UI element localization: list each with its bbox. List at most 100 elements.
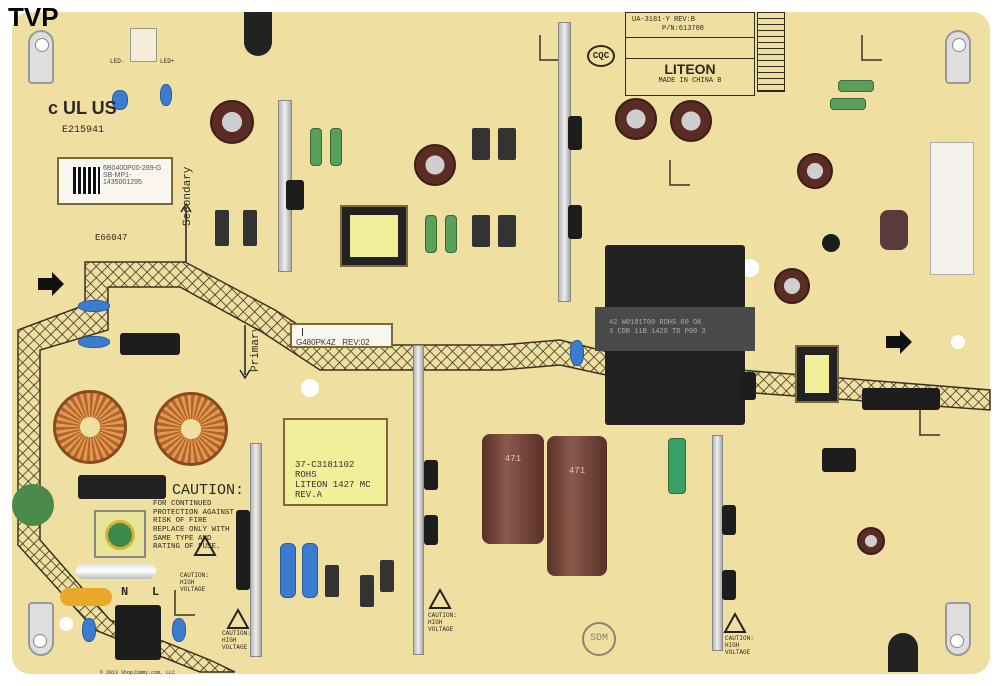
resistor — [445, 215, 457, 253]
transistor — [424, 515, 438, 545]
mounting-hole — [951, 335, 965, 349]
spec-brand: LITEON — [664, 60, 716, 77]
ceramic-capacitor — [112, 90, 128, 110]
neutral-label: N — [121, 585, 129, 599]
electrolytic-capacitor — [857, 527, 885, 555]
serial-line-1: 6B0400P00-289-G — [103, 165, 162, 172]
mounting-hole — [59, 617, 73, 631]
ic-chip — [822, 448, 856, 472]
diode — [243, 210, 257, 246]
spec-model: UA-3181-Y REV:B — [632, 16, 696, 24]
transistor — [424, 460, 438, 490]
y-capacitor — [172, 618, 186, 642]
resistor — [830, 98, 866, 110]
inductor — [880, 210, 908, 250]
mounting-hole — [741, 259, 759, 277]
ground-lug — [28, 602, 54, 656]
varistor — [60, 588, 112, 606]
high-voltage-warning: CAUTION: HIGH VOLTAGE — [428, 612, 457, 633]
transistor — [568, 116, 582, 150]
ground-lug — [945, 602, 971, 656]
spec-part: P/N:613708 — [662, 25, 705, 34]
inductor-label-line-2: LITEON 1427 MC REV.A — [295, 480, 371, 500]
spec-block: UA-3181-Y REV:B P/N:613708 LITEON MADE I… — [625, 12, 755, 96]
main-transformer-line-2: 3 CDB 11B 1428 TD P00 3 — [609, 328, 706, 337]
electrolytic-capacitor — [615, 98, 657, 140]
output-connector[interactable] — [930, 142, 974, 275]
silk-corner — [539, 35, 560, 61]
caution-body: FOR CONTINUED PROTECTION AGAINST RISK OF… — [153, 500, 235, 552]
ic-chip — [740, 372, 756, 400]
thermistor-block — [78, 475, 166, 499]
fuse — [76, 563, 156, 579]
ul-mark: c UL US — [48, 98, 117, 118]
y-capacitor — [78, 336, 110, 348]
diode — [380, 560, 394, 592]
y-capacitor — [570, 340, 584, 366]
arrow-right-icon — [886, 330, 912, 354]
arrow-up-icon — [180, 202, 192, 262]
electrolytic-capacitor — [797, 153, 833, 189]
serial-label: 6B0400P00-289-G SB-MP1-1435001295 — [57, 157, 173, 205]
model-rev: REV:02 — [342, 338, 370, 347]
small-transformer — [795, 345, 839, 403]
high-voltage-warning: CAUTION: HIGH VOLTAGE — [222, 630, 251, 651]
transistor — [722, 505, 736, 535]
arrow-down-icon — [239, 325, 251, 380]
pfc-inductor: 37-C3181102 ROHS LITEON 1427 MC REV.A — [283, 418, 388, 506]
model-number: G480PK4Z — [296, 338, 336, 347]
y-capacitor — [82, 618, 96, 642]
standby-transformer — [340, 205, 408, 267]
copyright: © 2013 ShopJimmy.com, LLC — [100, 670, 176, 676]
spec-origin: MADE IN CHINA B — [658, 76, 722, 85]
resistor — [838, 80, 874, 92]
y-capacitor — [78, 300, 110, 312]
led-minus-label: LED- — [110, 58, 125, 65]
checklist-grid — [757, 12, 785, 92]
optocouplers — [862, 388, 940, 410]
main-transformer: 42 W0181T00 ROHS 00 OK 3 CDB 11B 1428 TD… — [595, 245, 755, 425]
high-voltage-warning: CAUTION: HIGH VOLTAGE — [180, 572, 209, 593]
bulk-capacitor: 471 — [482, 434, 544, 544]
ul-file: E215941 — [62, 125, 105, 136]
datamatrix-code — [73, 167, 100, 194]
transistor — [568, 205, 582, 239]
heatsink — [712, 435, 723, 651]
film-capacitor — [668, 438, 686, 494]
high-voltage-warning: CAUTION: HIGH VOLTAGE — [725, 635, 754, 656]
led-plus-label: LED+ — [160, 58, 175, 65]
ground-lug — [945, 30, 971, 84]
electrolytic-capacitor — [670, 100, 712, 142]
diode — [472, 128, 490, 160]
diode — [325, 565, 339, 597]
toroid-choke — [53, 390, 127, 464]
line-label: L — [152, 585, 160, 599]
bridge-rectifier — [236, 510, 250, 590]
secondary-label: Secondary — [182, 166, 194, 226]
main-transformer-line-1: 42 W0181T00 ROHS 00 OK — [609, 319, 702, 327]
board-notch-bottom — [888, 633, 918, 672]
film-capacitor — [280, 543, 296, 598]
toroid-choke — [154, 392, 228, 466]
model-label: G480PK4Z REV:02 — [290, 323, 393, 348]
electrolytic-capacitor — [774, 268, 810, 304]
diode — [215, 210, 229, 246]
inspection-stamp: SDM — [582, 622, 616, 656]
ac-input-connector[interactable] — [115, 605, 161, 660]
resistor — [310, 128, 322, 166]
film-capacitor — [302, 543, 318, 598]
recognized-file: E66047 — [95, 233, 128, 243]
resistor — [330, 128, 342, 166]
electrolytic-capacitor — [414, 144, 456, 186]
mounting-hole — [301, 379, 319, 397]
arrow-right-icon — [38, 272, 64, 296]
diode — [498, 128, 516, 160]
ground-lug — [28, 30, 54, 84]
warning-triangle-icons — [193, 534, 747, 633]
board-notch-top — [244, 12, 272, 56]
transistor — [722, 570, 736, 600]
connector-header[interactable] — [120, 333, 180, 355]
heatsink — [413, 345, 424, 655]
varistor — [12, 484, 54, 526]
led-connector — [130, 28, 157, 62]
